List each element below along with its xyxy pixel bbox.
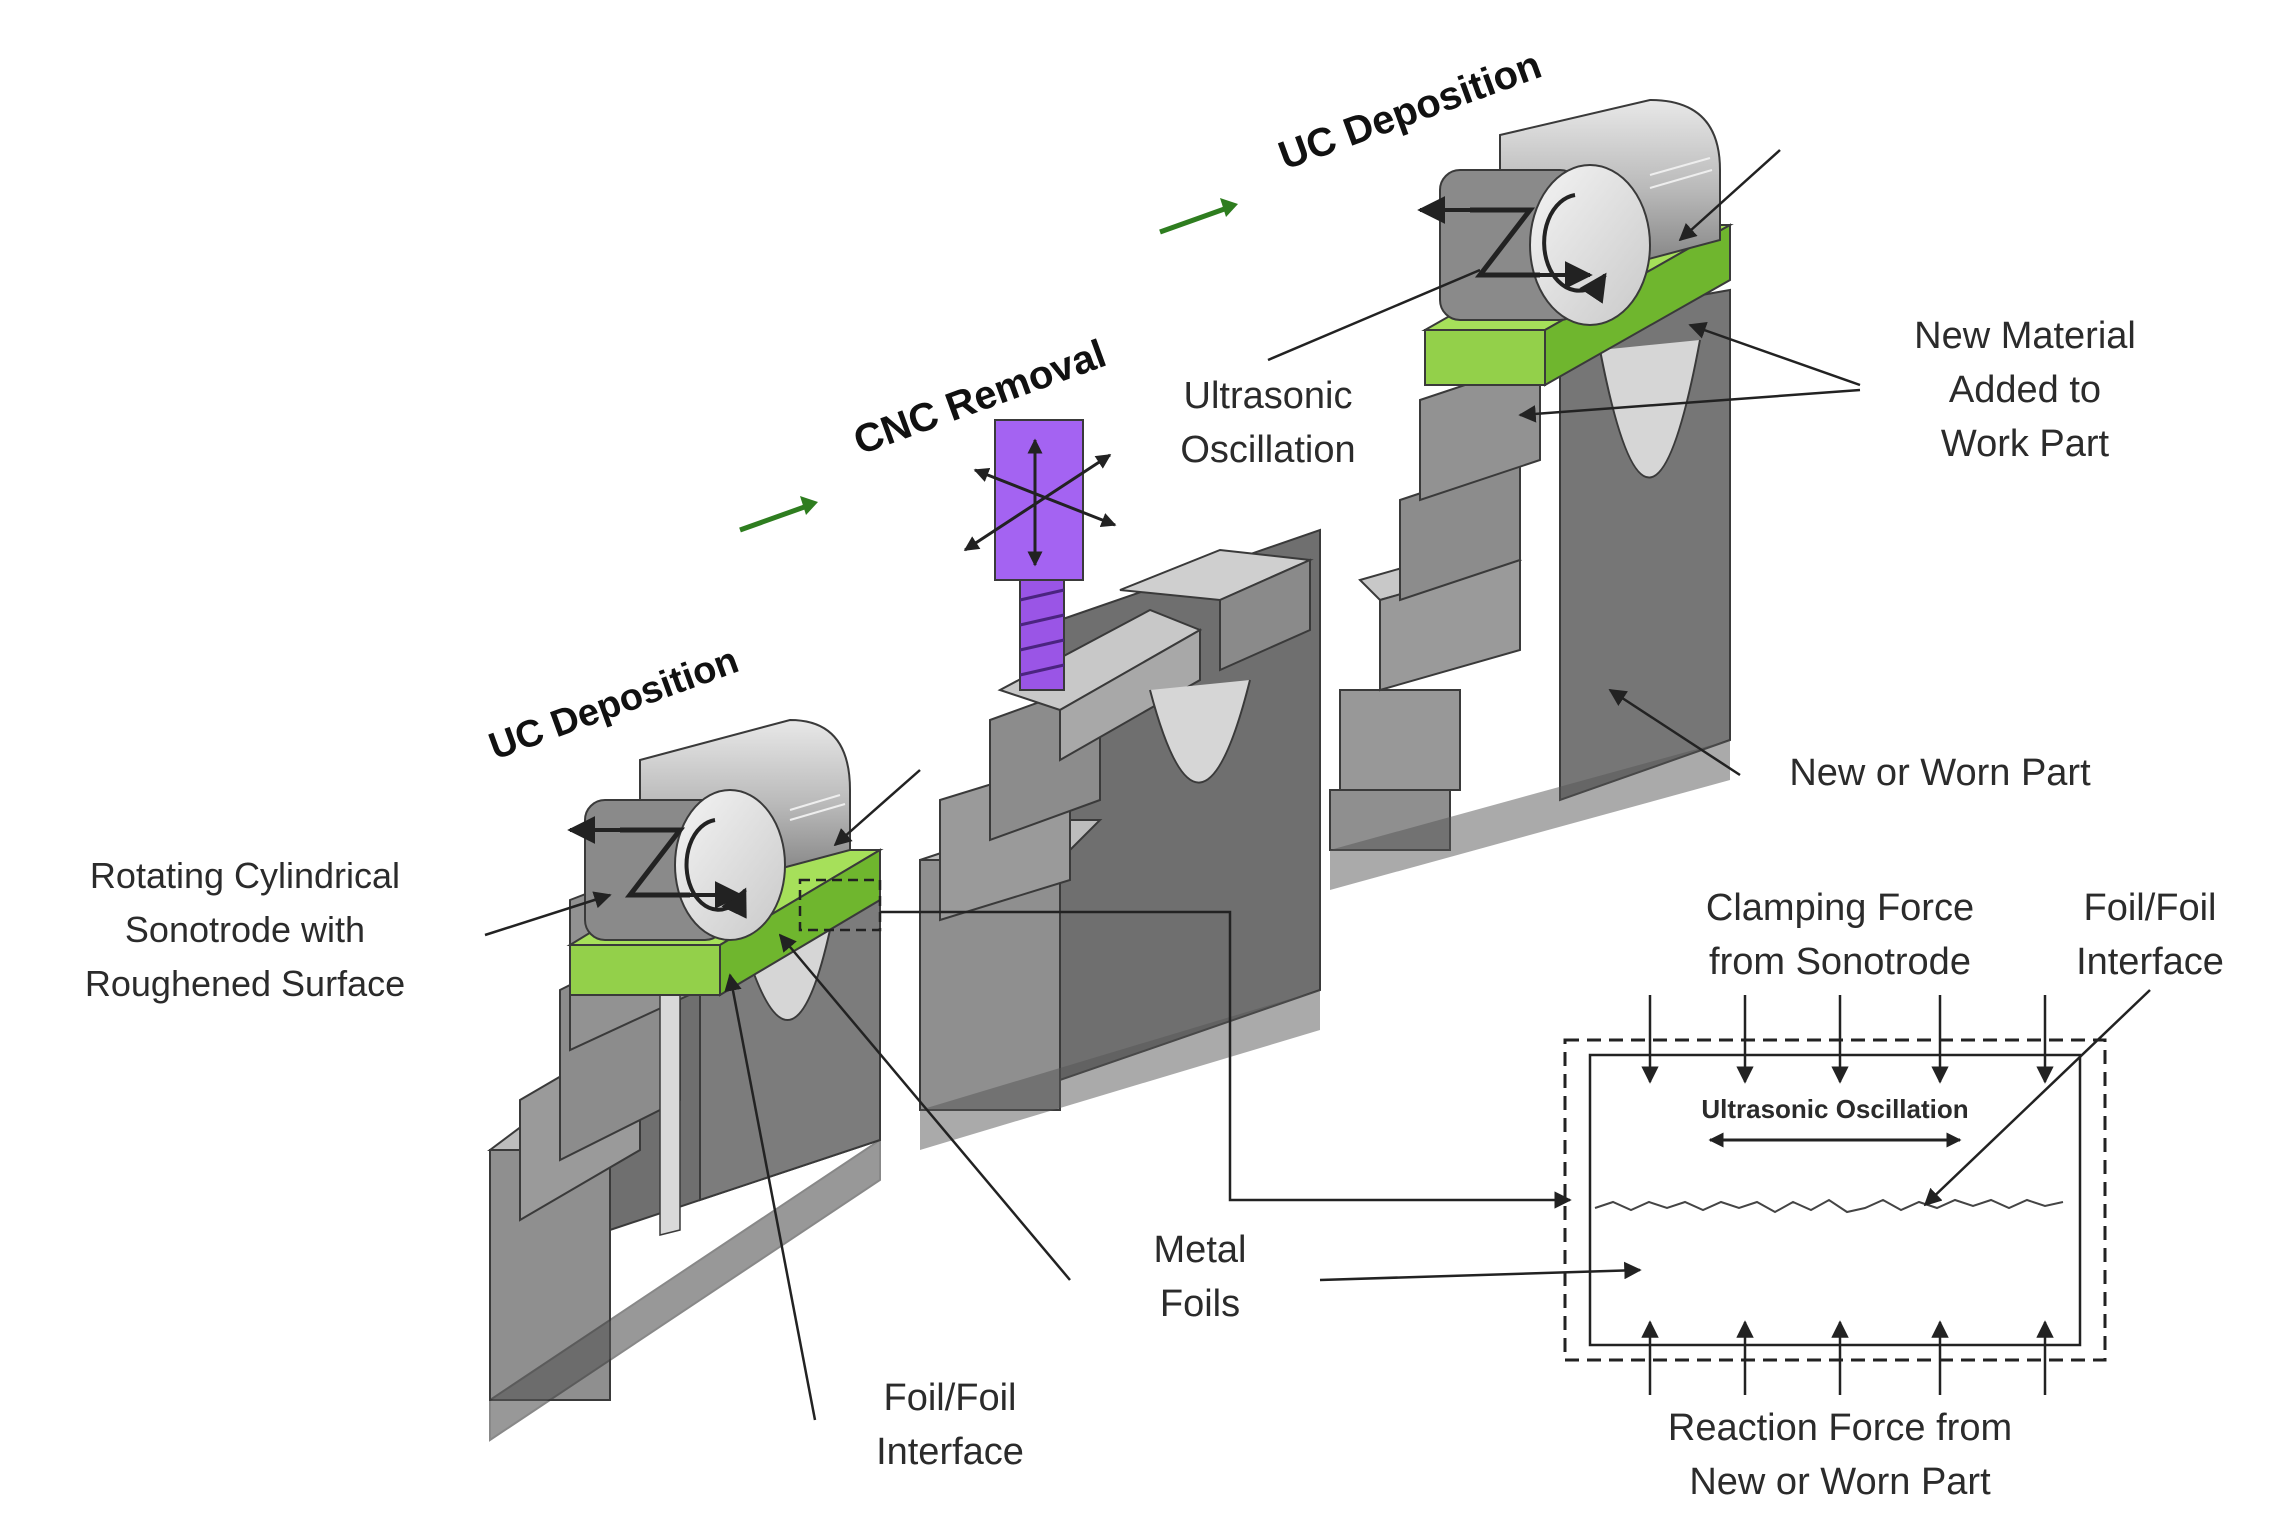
work-part-3 xyxy=(1329,288,1731,890)
label-ultrasonic-line2: Oscillation xyxy=(1180,429,1355,471)
inset-detail-box: Ultrasonic Oscillation xyxy=(1563,1038,2107,1362)
process-arrow-1 xyxy=(739,496,818,533)
label-new-or-worn-part: New or Worn Part xyxy=(1608,688,2091,794)
label-reaction-force: Reaction Force from New or Worn Part xyxy=(1668,1407,2012,1503)
sonotrode-3 xyxy=(1417,98,1721,326)
label-foil-interface-top-line2: Interface xyxy=(2076,941,2224,983)
label-metal-foils-line1: Metal xyxy=(1154,1229,1247,1271)
label-reaction-line1: Reaction Force from xyxy=(1668,1407,2012,1449)
label-metal-foils-line2: Foils xyxy=(1160,1283,1240,1325)
label-new-or-worn-part-text: New or Worn Part xyxy=(1789,752,2091,794)
cnc-cutter-tool xyxy=(963,419,1117,691)
label-new-material: New Material Added to Work Part xyxy=(1518,315,2136,465)
clamping-force-arrows xyxy=(1641,995,2054,1084)
label-reaction-line2: New or Worn Part xyxy=(1689,1461,1991,1503)
label-sonotrode-line3: Roughened Surface xyxy=(85,963,405,1004)
label-metal-foils: Metal Foils xyxy=(778,933,1642,1325)
label-foil-interface-top: Foil/Foil Interface xyxy=(1923,887,2224,1207)
label-clamping-line2: from Sonotrode xyxy=(1709,941,1971,983)
label-foil-interface-top-line1: Foil/Foil xyxy=(2083,887,2216,929)
label-new-material-line3: Work Part xyxy=(1941,423,2110,465)
label-sonotrode-line2: Sonotrode with xyxy=(125,909,365,950)
label-foil-interface-bottom: Foil/Foil Interface xyxy=(724,973,1024,1473)
label-foil-interface-bottom-line2: Interface xyxy=(876,1431,1024,1473)
label-ultrasonic-oscillation: Ultrasonic Oscillation xyxy=(833,149,1781,847)
label-sonotrode-line1: Rotating Cylindrical xyxy=(90,855,400,896)
inset-connector xyxy=(798,878,1572,1209)
label-clamping-force: Clamping Force from Sonotrode xyxy=(1706,887,1974,983)
label-new-material-line2: Added to xyxy=(1949,369,2101,411)
label-new-material-line1: New Material xyxy=(1914,315,2136,357)
label-foil-interface-bottom-line1: Foil/Foil xyxy=(883,1377,1016,1419)
work-part-2 xyxy=(919,528,1321,1150)
reaction-force-arrows xyxy=(1641,1320,2054,1395)
label-sonotrode: Rotating Cylindrical Sonotrode with Roug… xyxy=(85,855,612,1004)
label-clamping-line1: Clamping Force xyxy=(1706,887,1974,929)
inset-ultrasonic-oscillation: Ultrasonic Oscillation xyxy=(1701,1094,1968,1124)
sonotrode-1 xyxy=(567,718,851,941)
process-arrow-2 xyxy=(1159,198,1238,235)
label-ultrasonic-line1: Ultrasonic xyxy=(1184,375,1353,417)
